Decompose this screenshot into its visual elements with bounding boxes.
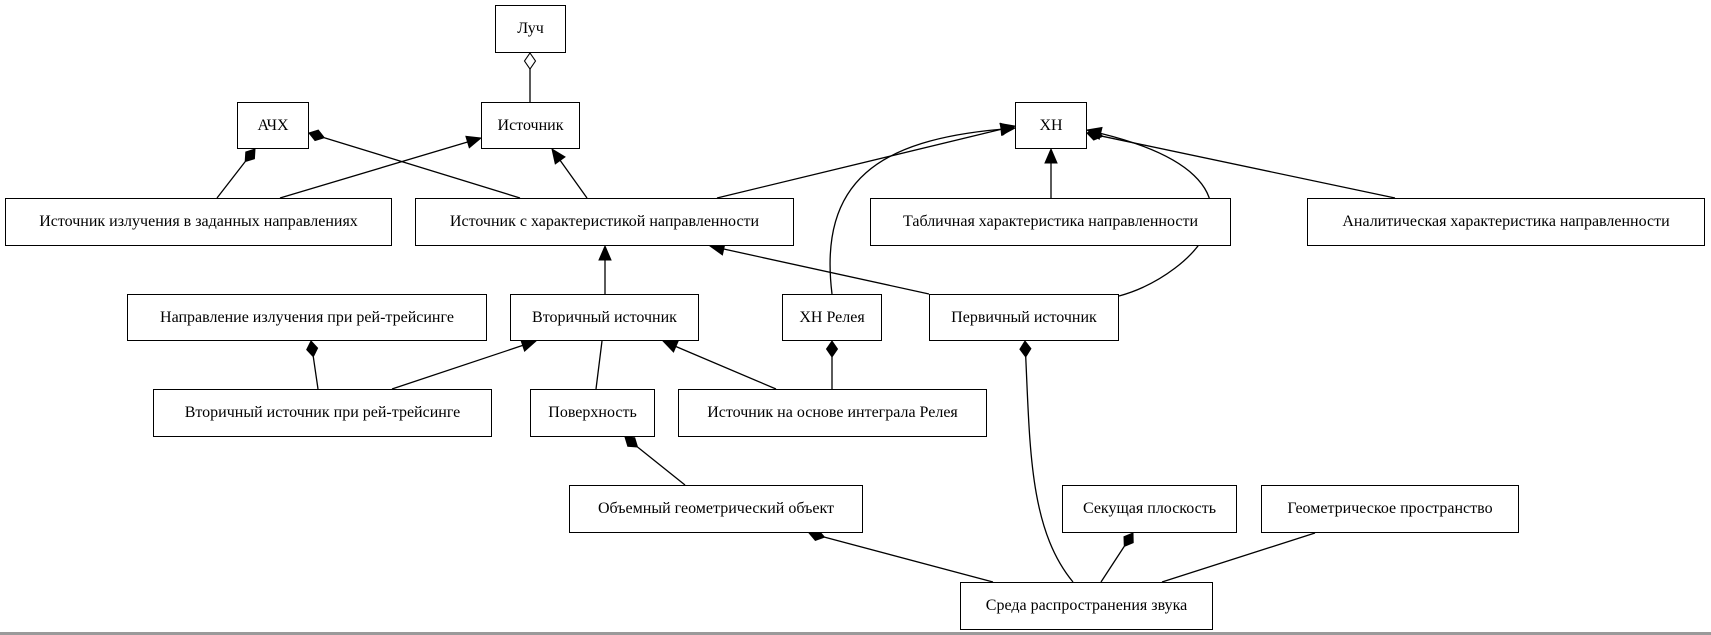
composition-arrowhead [244, 148, 256, 163]
edge-xn_releya-to-xn [829, 128, 1002, 295]
node-ist-zadannye: Источник излучения в заданных направлени… [5, 198, 392, 246]
node-perv-ist: Первичный источник [929, 294, 1119, 341]
composition-arrowhead [308, 129, 326, 142]
node-vtor-rt: Вторичный источник при рей-трейсинге [153, 389, 492, 437]
node-napr-rt: Направление излучения при рей-трейсинге [127, 294, 487, 341]
edge-sreda-to-obem_obj [824, 536, 994, 583]
edge-obem_obj-to-poverhnost [637, 446, 686, 486]
node-poverhnost: Поверхность [530, 389, 655, 437]
edge-analit_xn-to-xn [1102, 135, 1396, 199]
inheritance-arrowhead [465, 135, 483, 149]
inheritance-arrowhead [520, 339, 538, 352]
edge-perv_ist-to-ist_xn [723, 248, 930, 295]
composition-arrowhead [1123, 532, 1134, 548]
node-sreda: Среда распространения звука [960, 582, 1213, 630]
node-xn-releya: ХН Релея [782, 294, 882, 341]
edge-sreda-to-geom_prostr [1161, 532, 1316, 583]
node-ist-releya: Источник на основе интеграла Релея [678, 389, 987, 437]
inheritance-arrowhead [999, 122, 1017, 136]
edge-vtor_rt-to-vtor_ist [391, 344, 523, 390]
edge-sreda-to-perv_ist [1025, 356, 1074, 583]
edge-ist_zadannye-to-istochnik [279, 141, 468, 199]
edge-ist_xn-to-achx [324, 137, 521, 199]
edge-ist_zadannye-to-achx [216, 161, 246, 199]
inheritance-arrowhead [1044, 147, 1058, 164]
node-tabl-xn: Табличная характеристика направленности [870, 198, 1231, 246]
inheritance-arrowhead [661, 340, 679, 353]
node-vtor-ist: Вторичный источник [510, 294, 699, 341]
node-ist-xn: Источник с характеристикой направленност… [415, 198, 794, 246]
inheritance-arrowhead [598, 244, 612, 261]
edge-poverhnost-to-vtor_ist [595, 340, 603, 390]
node-istochnik: Источник [481, 102, 580, 149]
bottom-border [0, 632, 1711, 635]
edge-ist_releya-to-vtor_ist [675, 345, 777, 390]
node-geom-prostr: Геометрическое пространство [1261, 485, 1519, 533]
composition-arrowhead [624, 436, 639, 448]
composition-arrowhead [1086, 128, 1104, 141]
edge-ist_xn-to-istochnik [559, 160, 588, 199]
node-luch: Луч [495, 5, 566, 53]
aggregation-arrowhead [523, 52, 537, 70]
node-achx: АЧХ [237, 102, 309, 149]
inheritance-arrowhead [551, 147, 566, 165]
edge-sreda-to-sek_plosk [1100, 546, 1125, 583]
composition-arrowhead [306, 340, 319, 358]
node-xn: ХН [1015, 102, 1087, 149]
node-sek-plosk: Секущая плоскость [1062, 485, 1237, 533]
composition-arrowhead [825, 340, 839, 358]
node-obem-obj: Объемный геометрический объект [569, 485, 863, 533]
composition-arrowhead [1019, 340, 1032, 358]
edge-ist_xn-to-xn [716, 128, 1002, 199]
edge-vtor_rt-to-napr_rt [312, 356, 319, 390]
node-analit-xn: Аналитическая характеристика направленно… [1307, 198, 1705, 246]
